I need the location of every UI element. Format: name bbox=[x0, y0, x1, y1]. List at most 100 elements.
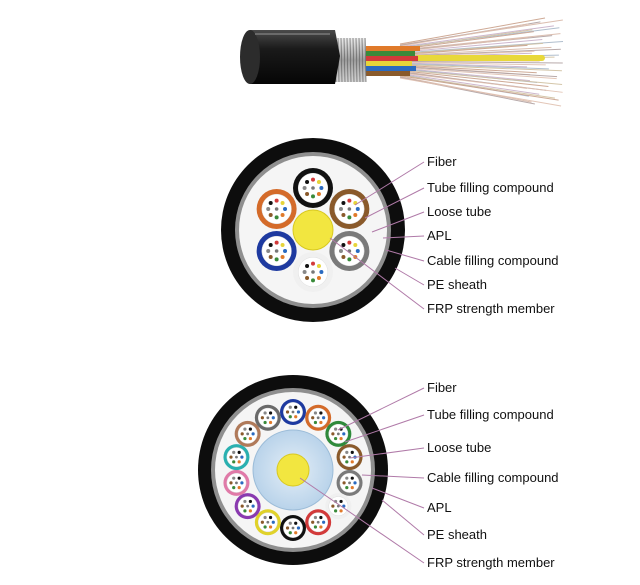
fiber bbox=[240, 455, 244, 459]
loose-tube bbox=[234, 420, 261, 447]
fiber bbox=[263, 420, 267, 425]
fiber bbox=[316, 191, 321, 196]
fiber bbox=[268, 243, 273, 248]
fanned-fiber bbox=[399, 69, 549, 87]
leader-line bbox=[329, 237, 425, 310]
fiber bbox=[240, 504, 244, 508]
fiber bbox=[266, 207, 271, 211]
fiber bbox=[296, 526, 301, 530]
outer-sheath-jacket bbox=[250, 30, 340, 84]
loose-tube bbox=[293, 252, 333, 292]
fiber bbox=[334, 427, 338, 431]
fiber bbox=[319, 270, 324, 274]
fanned-fiber bbox=[399, 77, 562, 107]
fiber bbox=[342, 455, 346, 459]
fiber bbox=[334, 509, 338, 513]
fiber bbox=[350, 476, 354, 480]
fiber bbox=[294, 521, 298, 525]
fanned-fiber bbox=[399, 37, 528, 53]
frp-strength-member bbox=[276, 453, 310, 487]
label-frp-strength-member: FRP strength member bbox=[427, 301, 555, 316]
loose-tube bbox=[254, 509, 281, 536]
loose-tube bbox=[336, 444, 363, 471]
fanned-fiber bbox=[399, 48, 561, 57]
fiber bbox=[285, 410, 290, 414]
label-fiber: Fiber bbox=[427, 154, 457, 169]
fiber bbox=[305, 275, 310, 280]
fiber bbox=[263, 525, 267, 529]
fanned-fiber bbox=[399, 64, 537, 74]
fiber bbox=[341, 201, 346, 206]
side-tube bbox=[360, 46, 420, 51]
label-cable-filling-compound: Cable filling compound bbox=[427, 470, 559, 485]
fanned-fiber bbox=[399, 62, 528, 68]
fiber bbox=[350, 460, 354, 464]
fiber bbox=[248, 499, 252, 504]
side-tube bbox=[360, 71, 410, 76]
label-pe-sheath: PE sheath bbox=[427, 527, 487, 542]
fiber bbox=[229, 481, 233, 485]
leader-line bbox=[385, 249, 425, 262]
fiber bbox=[341, 212, 346, 217]
fiber bbox=[347, 240, 352, 245]
fiber bbox=[274, 257, 279, 262]
fanned-fiber bbox=[399, 66, 557, 80]
fiber bbox=[240, 481, 244, 485]
leader-lines bbox=[329, 161, 425, 310]
side-tube bbox=[360, 56, 418, 61]
fiber bbox=[353, 243, 358, 248]
fiber bbox=[283, 207, 288, 211]
leader-line bbox=[354, 161, 425, 206]
fiber bbox=[232, 450, 236, 454]
fiber bbox=[268, 420, 273, 425]
fiber bbox=[260, 416, 264, 420]
fiber bbox=[288, 405, 292, 409]
fiber bbox=[232, 486, 236, 490]
loose-tube bbox=[305, 404, 332, 431]
fiber bbox=[334, 436, 338, 441]
fiber bbox=[296, 410, 301, 414]
fanned-fiber bbox=[399, 39, 543, 53]
fiber bbox=[338, 249, 343, 253]
fiber bbox=[237, 486, 241, 490]
loose-tube bbox=[329, 231, 370, 271]
loose-tube bbox=[280, 515, 306, 541]
fiber bbox=[311, 520, 315, 524]
fiber bbox=[322, 520, 326, 524]
leader-line bbox=[394, 267, 425, 286]
fiber bbox=[319, 525, 323, 529]
fiber bbox=[350, 486, 354, 490]
fiber bbox=[311, 261, 315, 266]
fiber bbox=[316, 275, 321, 280]
fiber bbox=[248, 436, 252, 441]
fiber bbox=[313, 411, 318, 415]
fiber bbox=[248, 509, 252, 513]
loose-tube bbox=[305, 509, 332, 536]
fiber bbox=[319, 515, 323, 520]
loose-tube bbox=[223, 444, 250, 471]
fiber bbox=[237, 476, 241, 480]
side-tube bbox=[360, 66, 416, 71]
fiber bbox=[294, 415, 298, 419]
fiber bbox=[347, 215, 352, 220]
fiber bbox=[260, 520, 264, 524]
cross-section-6-tube bbox=[221, 138, 425, 322]
fiber bbox=[345, 476, 349, 480]
loose-tube bbox=[254, 404, 281, 431]
fiber bbox=[294, 405, 298, 409]
frp-strength-member bbox=[292, 209, 334, 251]
fiber bbox=[322, 416, 326, 420]
loose-tube bbox=[280, 399, 306, 425]
fanned-fiber bbox=[399, 44, 528, 56]
fiber bbox=[305, 264, 310, 269]
fiber bbox=[355, 207, 360, 211]
fiber bbox=[268, 212, 273, 217]
label-fiber: Fiber bbox=[427, 380, 457, 395]
fiber bbox=[313, 420, 318, 425]
fiber bbox=[288, 521, 292, 525]
fiber bbox=[353, 481, 357, 485]
fiber bbox=[285, 526, 290, 530]
leader-line bbox=[364, 187, 425, 219]
fanned-fiber bbox=[399, 63, 549, 70]
